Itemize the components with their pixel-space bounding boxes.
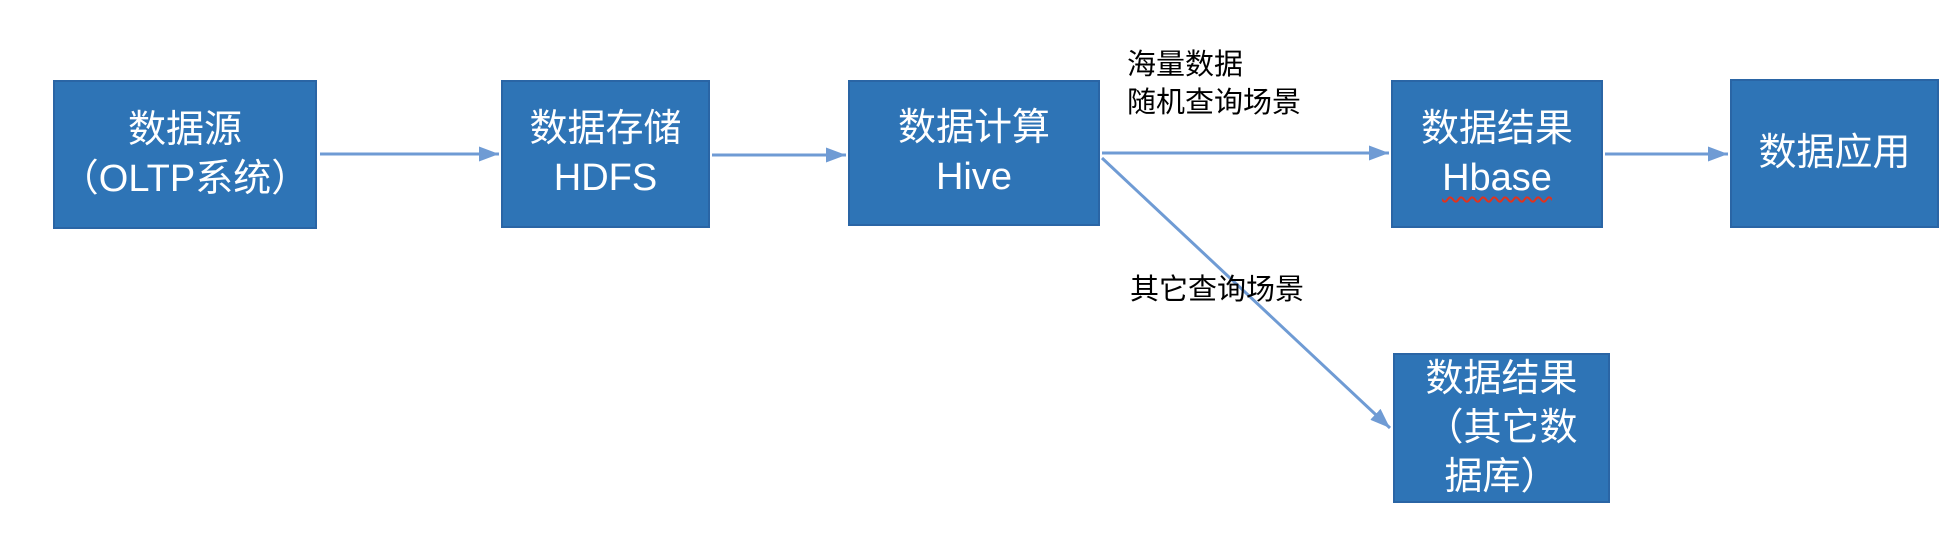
node-data-compute-hive: 数据计算 Hive [848, 80, 1100, 226]
node-data-application: 数据应用 [1730, 79, 1939, 228]
node-data-result-hbase: 数据结果 Hbase [1391, 80, 1603, 228]
node-title-line: 数据计算 [897, 107, 1050, 149]
node-subtitle-line: （其它数 [1425, 406, 1578, 449]
edge-label-massive-random-query: 海量数据 随机查询场景 [1127, 46, 1301, 122]
node-subtitle-line: HDFS [553, 157, 658, 199]
edge-label-line: 海量数据 [1127, 49, 1244, 81]
node-title-line: 数据应用 [1758, 132, 1911, 174]
node-title-line: 数据结果 [1420, 108, 1573, 150]
node-subtitle-line: （OLTP系统） [60, 157, 310, 200]
node-title-line: 数据源 [127, 108, 242, 151]
edge-label-line: 随机查询场景 [1127, 87, 1302, 119]
node-title-line: 数据存储 [529, 108, 682, 150]
node-data-source: 数据源 （OLTP系统） [53, 80, 317, 229]
node-subtitle-line: Hive [935, 156, 1013, 198]
node-subtitle-line: 据库） [1444, 455, 1559, 498]
edge-label-other-query: 其它查询场景 [1130, 274, 1305, 306]
node-title-line: 数据结果 [1425, 357, 1578, 400]
node-data-result-other-db: 数据结果 （其它数 据库） [1393, 353, 1610, 503]
node-subtitle-line-misspelled: Hbase [1442, 157, 1552, 199]
node-data-storage-hdfs: 数据存储 HDFS [501, 80, 710, 228]
arrow-compute-to-other-db [1100, 156, 1392, 430]
